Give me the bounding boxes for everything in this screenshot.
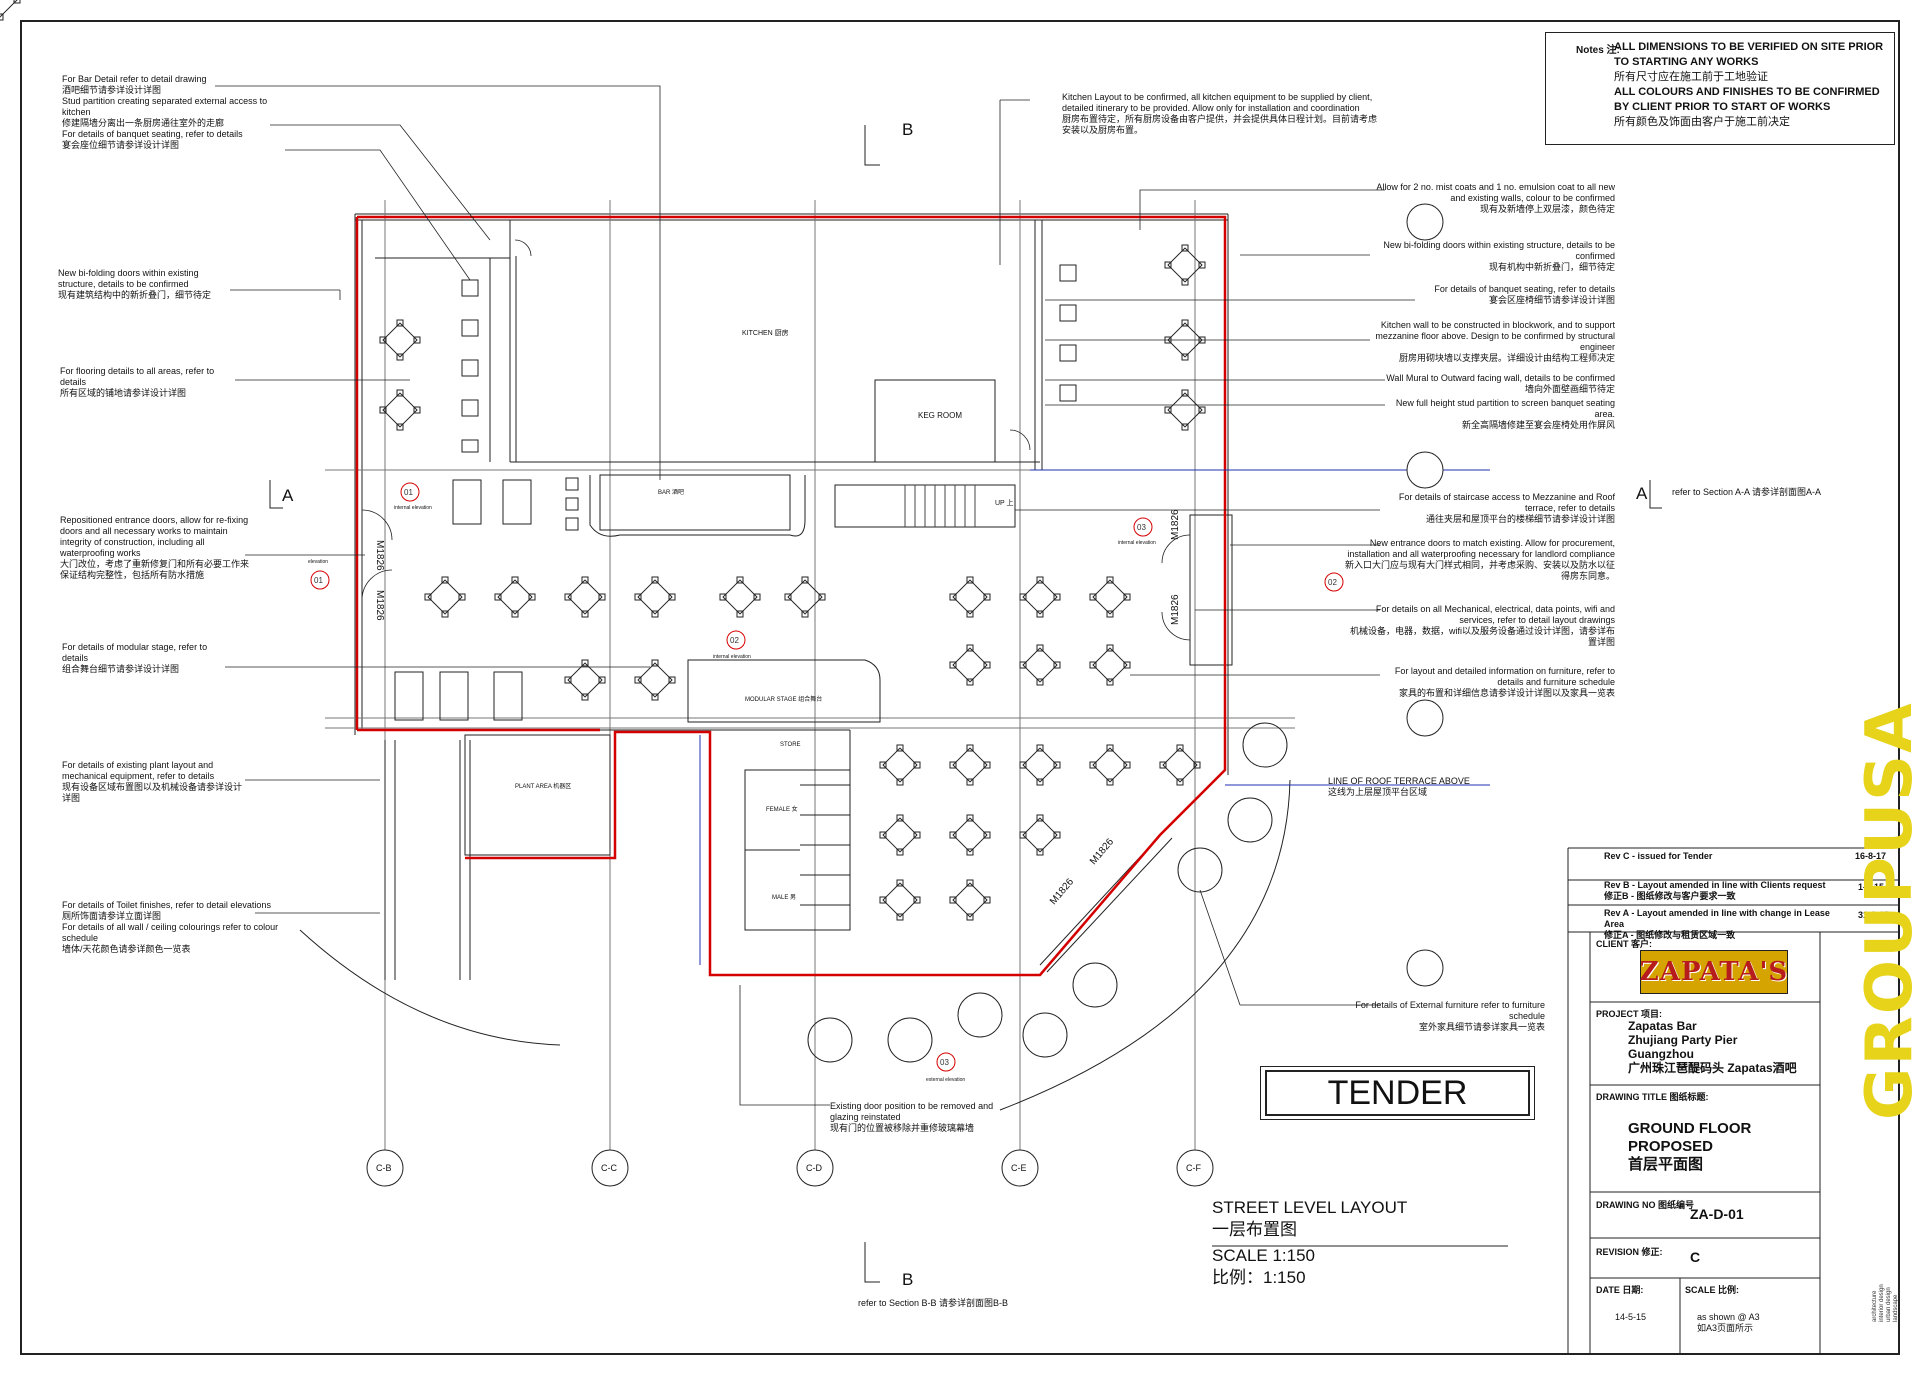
tender-stamp: TENDER <box>1265 1070 1530 1116</box>
section-b-bottom: B <box>902 1270 914 1289</box>
scale-label: SCALE 比例: <box>1685 1285 1740 1295</box>
section-b-reference: refer to Section B-B 请参详剖面图B-B <box>858 1298 1009 1308</box>
notes-line-1: ALL DIMENSIONS TO BE VERIFIED ON SITE PR… <box>1614 41 1884 68</box>
note-bifolding-right: New bi-folding doors within existing str… <box>1383 240 1615 272</box>
note-mist-coats: Allow for 2 no. mist coats and 1 no. emu… <box>1376 182 1615 214</box>
date-value: 14-5-15 <box>1615 1312 1647 1322</box>
grid-label-cb: C-B <box>376 1163 392 1173</box>
label-internal-elevation-3: internal elevation <box>1118 540 1156 546</box>
note-plant-layout: For details of existing plant layout and… <box>62 760 243 803</box>
revision-b: Rev B - Layout amended in line with Clie… <box>1604 880 1826 901</box>
note-kitchen-wall: Kitchen wall to be constructed in blockw… <box>1375 320 1615 363</box>
section-a-right: A <box>1636 484 1648 503</box>
revision-value: C <box>1690 1249 1701 1265</box>
section-a-left: A <box>282 486 294 505</box>
note-external-furniture: For details of External furniture refer … <box>1355 1000 1545 1032</box>
notes-line-1-zh: 所有尺寸应在施工前于工地验证 <box>1614 71 1768 83</box>
label-kitchen: KITCHEN 厨房 <box>742 330 789 337</box>
grid-label-cc: C-C <box>601 1163 617 1173</box>
general-notes-box: Notes 注: ALL DIMENSIONS TO BE VERIFIED O… <box>1545 32 1895 145</box>
label-modular-stage: MODULAR STAGE 组合舞台 <box>745 697 823 703</box>
note-bifolding-left: New bi-folding doors within existing str… <box>58 268 212 300</box>
notes-label: Notes 注: <box>1576 45 1620 56</box>
tender-stamp-border <box>1260 1066 1535 1120</box>
note-kitchen-layout: Kitchen Layout to be confirmed, all kitc… <box>1062 92 1378 135</box>
section-b-top: B <box>902 120 914 139</box>
note-mechanical: For details on all Mechanical, electrica… <box>1350 604 1616 647</box>
revision-b-date: 1-9-15 <box>1858 882 1885 892</box>
brand-logo: GROUPUSA <box>1853 701 1920 1120</box>
drawing-sheet-border <box>20 20 1900 1355</box>
elevation-tag-02-right: 02 <box>1328 578 1337 587</box>
drawing-no-label: DRAWING NO 图纸编号 <box>1596 1200 1694 1210</box>
elevation-tag-03: 03 <box>1137 523 1146 532</box>
note-existing-door: Existing door position to be removed and… <box>830 1101 994 1133</box>
project-lines: Zapatas Bar Zhujiang Party Pier Guangzho… <box>1628 1019 1797 1075</box>
revision-a-date: 31-8-15 <box>1858 910 1890 920</box>
grid-label-cd: C-D <box>806 1163 822 1173</box>
label-elevation-left: elevation <box>308 559 329 565</box>
label-internal-elevation-2: internal elevation <box>713 654 751 660</box>
date-label: DATE 日期: <box>1596 1285 1644 1295</box>
label-female: FEMALE 女 <box>766 807 798 813</box>
revision-label: REVISION 修正: <box>1596 1247 1663 1257</box>
note-entrance-doors: Repositioned entrance doors, allow for r… <box>60 515 250 580</box>
drawing-no: ZA-D-01 <box>1690 1206 1744 1222</box>
grid-label-cf: C-F <box>1186 1163 1201 1173</box>
note-stud-partition: New full height stud partition to screen… <box>1395 398 1615 430</box>
grid-label-ce: C-E <box>1011 1163 1027 1173</box>
note-toilet-finishes: For details of Toilet finishes, refer to… <box>62 900 279 954</box>
elevation-tag-03-ext: 03 <box>940 1058 949 1067</box>
layout-scale-zh: 比例：1:150 <box>1212 1268 1306 1287</box>
project-label: PROJECT 项目: <box>1596 1009 1663 1019</box>
layout-title: STREET LEVEL LAYOUT 一层布置图 SCALE 1:150 比例… <box>1212 1197 1407 1289</box>
note-staircase: For details of staircase access to Mezza… <box>1398 492 1615 524</box>
revision-a: Rev A - Layout amended in line with chan… <box>1604 908 1830 940</box>
layout-title-zh: 一层布置图 <box>1212 1220 1297 1239</box>
notes-line-2-zh: 所有颜色及饰面由客户于施工前决定 <box>1614 116 1790 128</box>
layout-title-en: STREET LEVEL LAYOUT <box>1212 1198 1408 1217</box>
note-furniture: For layout and detailed information on f… <box>1394 666 1615 698</box>
label-bar: BAR 酒吧 <box>658 490 685 496</box>
label-keg-room: KEG ROOM <box>918 411 963 420</box>
door-tag-1: M1826 <box>374 540 385 571</box>
client-label: CLIENT 客户: <box>1596 939 1652 949</box>
drawing-title-label: DRAWING TITLE 图纸标题: <box>1596 1092 1709 1102</box>
brand-subtitle: architecture interior design urban desig… <box>1872 1284 1899 1322</box>
elevation-tag-01-left: 01 <box>314 576 323 585</box>
door-tag-4: M1826 <box>1170 594 1181 625</box>
layout-scale: SCALE 1:150 <box>1212 1246 1316 1265</box>
label-store: STORE <box>780 742 801 748</box>
note-flooring: For flooring details to all areas, refer… <box>60 366 215 398</box>
client-logo: ZAPATA'S <box>1640 950 1788 994</box>
elevation-tag-02: 02 <box>730 636 739 645</box>
label-internal-elevation-1: internal elevation <box>394 505 432 511</box>
label-plant-area: PLANT AREA 机器区 <box>515 784 572 790</box>
revision-c: Rev C - issued for Tender <box>1604 851 1713 861</box>
note-banquet-right: For details of banquet seating, refer to… <box>1434 284 1615 305</box>
note-wall-mural: Wall Mural to Outward facing wall, detai… <box>1386 373 1615 394</box>
label-up: UP 上 <box>995 500 1014 507</box>
section-a-reference: refer to Section A-A 请参详剖面图A-A <box>1672 487 1822 497</box>
elevation-tag-01: 01 <box>404 488 413 497</box>
drawing-title: GROUND FLOOR PROPOSED 首层平面图 <box>1628 1120 1752 1173</box>
label-male: MALE 男 <box>772 895 797 901</box>
door-tag-2: M1826 <box>374 590 385 621</box>
notes-line-2: ALL COLOURS AND FINISHES TO BE CONFIRMED… <box>1614 86 1880 113</box>
door-tag-3: M1826 <box>1170 509 1181 540</box>
note-new-entrance: New entrance doors to match existing. Al… <box>1344 538 1615 581</box>
label-external-elevation: external elevation <box>926 1077 966 1083</box>
note-modular-stage: For details of modular stage, refer to d… <box>62 642 208 674</box>
revision-c-date: 16-8-17 <box>1855 851 1887 861</box>
